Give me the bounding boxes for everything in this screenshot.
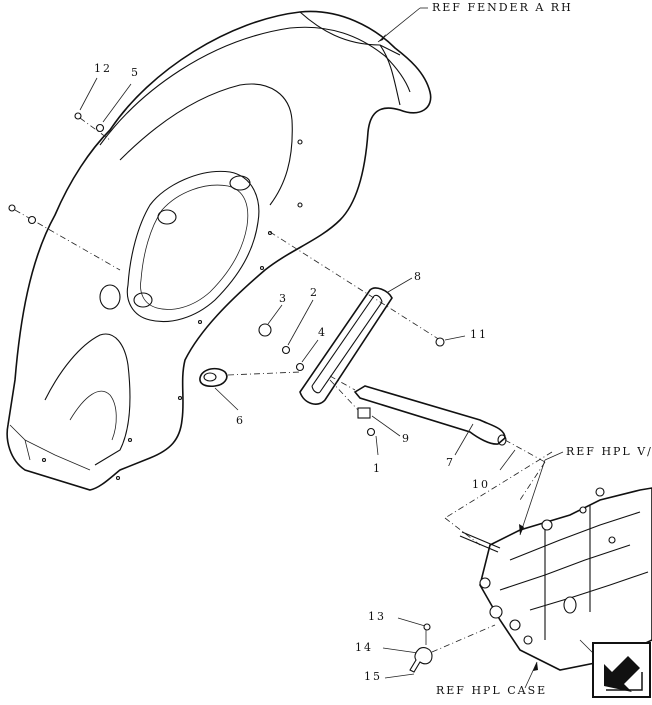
callout-11: 11 <box>470 328 488 341</box>
ref-fender-label: REF FENDER A RH <box>432 1 573 14</box>
callout-14: 14 <box>355 641 373 654</box>
hardware-13-14-15 <box>382 617 496 679</box>
callout-10: 10 <box>472 478 490 491</box>
fender-assembly <box>6 10 432 491</box>
lever-part-7 <box>329 375 507 456</box>
callout-15: 15 <box>364 670 382 683</box>
next-page-arrow-icon[interactable] <box>592 642 651 698</box>
hardware-3-2-4 <box>258 299 319 372</box>
callout-3: 3 <box>279 292 288 305</box>
callout-7: 7 <box>446 456 455 469</box>
callout-4: 4 <box>318 326 327 339</box>
callout-13: 13 <box>368 610 386 623</box>
callout-1: 1 <box>373 462 382 475</box>
hardware-9-1 <box>329 379 401 456</box>
ref-hpl-case-label: REF HPL CASE <box>436 684 547 697</box>
knob-part-6 <box>199 367 301 411</box>
ref-hpl-valve-label: REF HPL V/ <box>566 445 652 458</box>
callout-8: 8 <box>414 270 423 283</box>
callout-9: 9 <box>402 432 411 445</box>
callout-6: 6 <box>236 414 245 427</box>
hpl-case-assembly <box>459 487 652 671</box>
callout-5: 5 <box>131 66 140 79</box>
hardware-12-5 <box>8 77 132 271</box>
callout-2: 2 <box>310 286 319 299</box>
callout-12: 12 <box>94 62 112 75</box>
bracket-part-8 <box>299 277 413 405</box>
